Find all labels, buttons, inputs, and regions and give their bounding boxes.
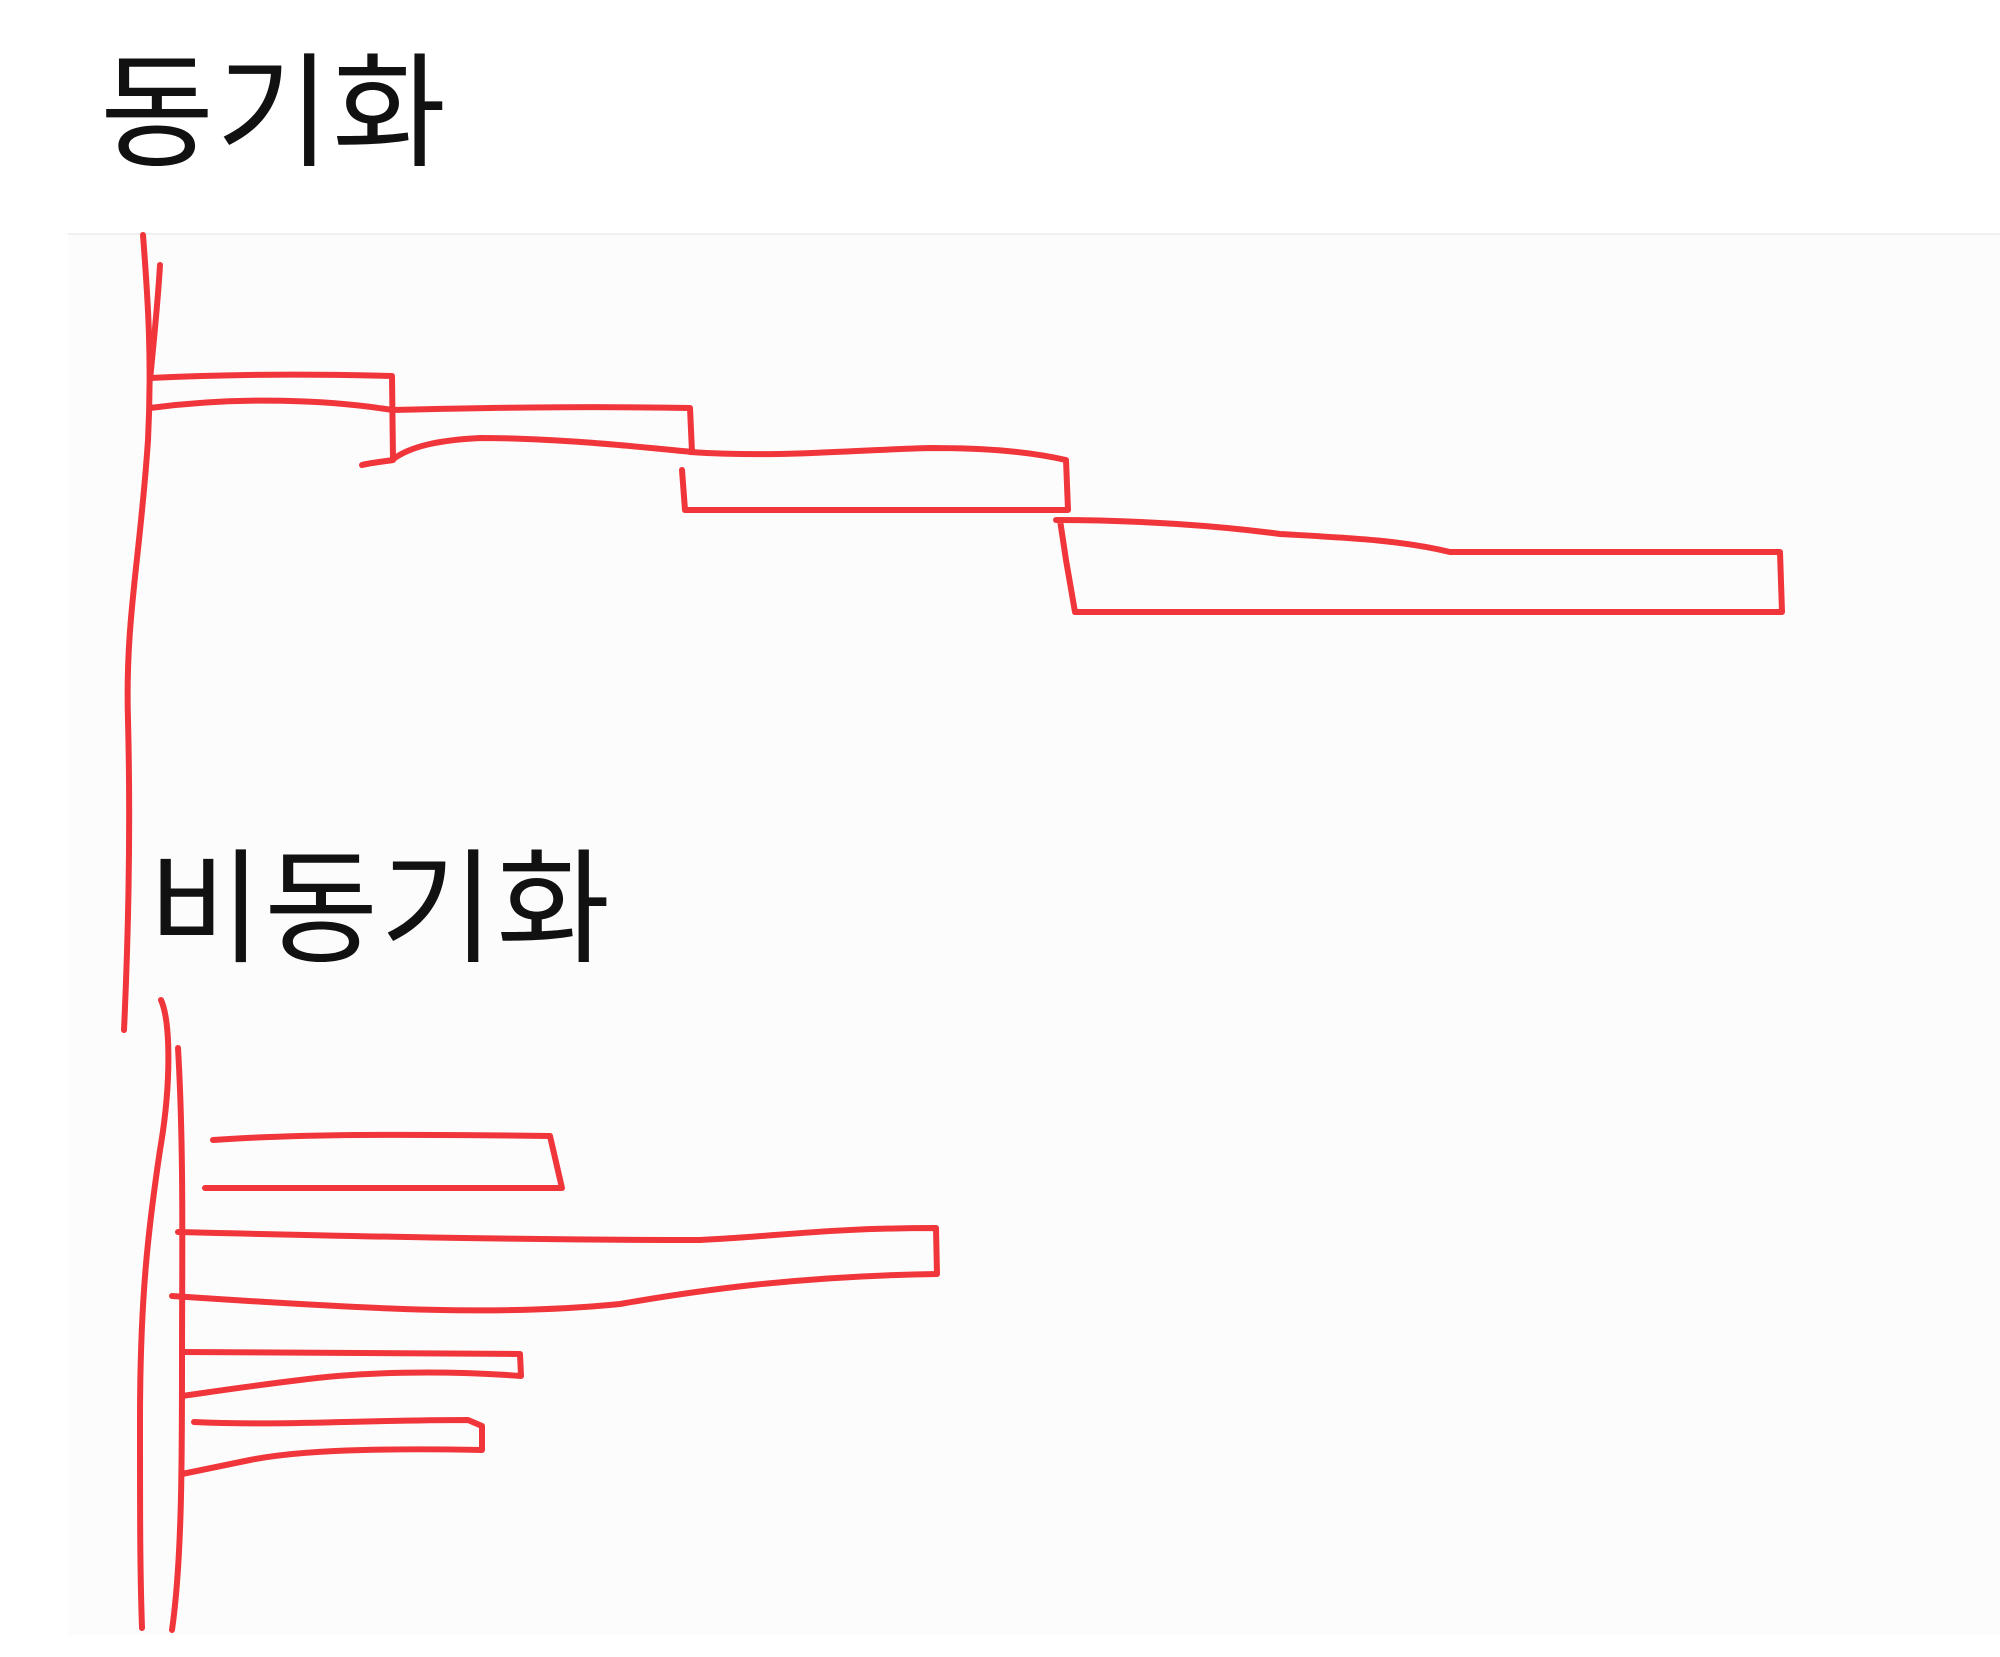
sync-task-bar xyxy=(679,445,1071,513)
async-task-bar xyxy=(179,1417,485,1477)
async-axis-line xyxy=(169,1045,186,1633)
sync-task-bar xyxy=(147,371,396,468)
async-diagram xyxy=(137,997,940,1633)
async-heading: 비동기화 xyxy=(148,838,613,982)
sync-axis-line-start xyxy=(147,262,163,383)
drawing-canvas xyxy=(68,233,2000,1635)
async-task-bar xyxy=(202,1131,565,1191)
sync-task-bar xyxy=(389,404,695,463)
sync-diagram xyxy=(121,232,1785,1033)
sync-task-bar xyxy=(1053,517,1785,615)
async-task-bar xyxy=(179,1349,524,1399)
sync-heading: 동기화 xyxy=(100,42,449,186)
async-task-bar xyxy=(169,1225,940,1314)
async-axis-line xyxy=(137,997,172,1631)
sync-axis-line xyxy=(121,232,153,1033)
